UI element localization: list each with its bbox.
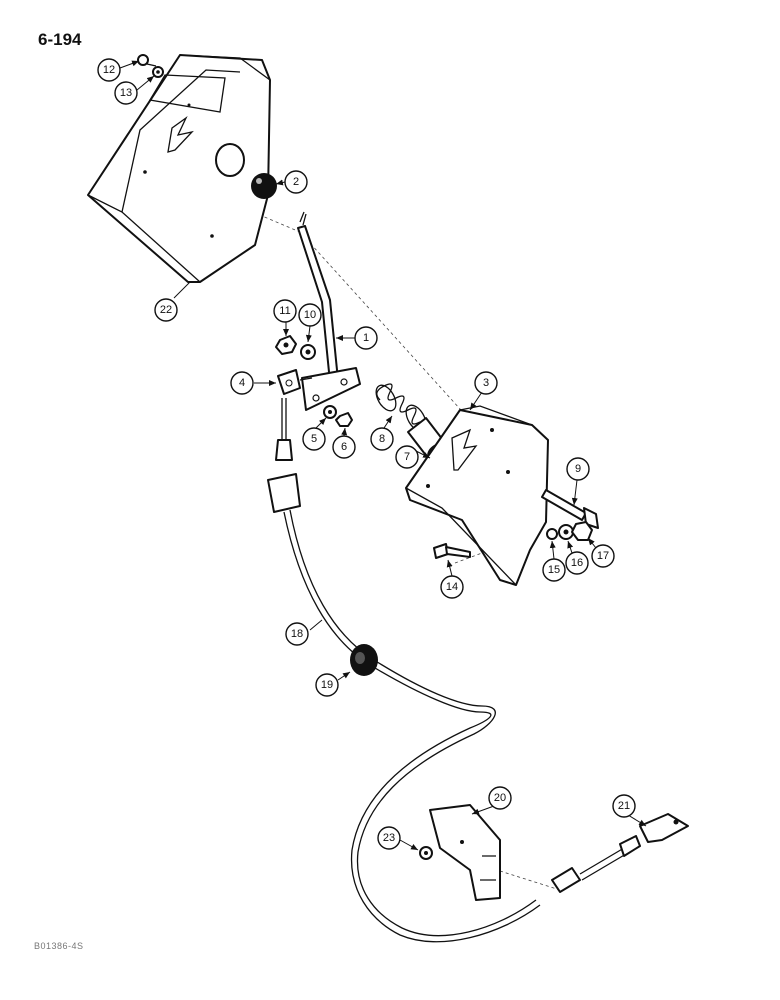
cable-end [551,835,641,893]
callout-8: 8 [370,427,394,451]
callout-2: 2 [284,170,308,194]
svg-text:7: 7 [404,451,410,463]
callout-20: 20 [488,786,512,810]
svg-text:13: 13 [120,87,132,99]
svg-text:3: 3 [483,377,489,389]
screw [137,54,157,67]
cable-bracket [429,804,501,901]
nut [571,521,593,541]
lock-washer [546,528,558,540]
clevis [639,813,689,843]
console-plate [405,405,549,586]
alignment-line [499,870,561,891]
svg-text:5: 5 [311,433,317,445]
callout-6: 6 [332,435,356,459]
callout-19: 19 [315,673,339,697]
bolt [541,489,599,529]
page-number: 6-194 [38,30,82,49]
svg-text:11: 11 [279,305,290,317]
svg-text:2: 2 [293,176,299,188]
callout-12: 12 [97,58,121,82]
nut [335,412,353,427]
svg-text:1: 1 [363,332,369,344]
shift-knob [251,173,277,199]
svg-text:21: 21 [618,800,630,812]
reference-code: B01386-4S [34,941,84,951]
callout-15: 15 [542,558,566,582]
svg-text:6: 6 [341,441,347,453]
callout-11: 11 [273,299,297,323]
callout-21: 21 [612,794,636,818]
svg-text:23: 23 [383,832,395,844]
bolt [433,543,471,559]
callout-17: 17 [591,544,615,568]
svg-text:19: 19 [321,679,333,691]
svg-text:9: 9 [575,463,581,475]
shift-lever [297,211,361,411]
callout-9: 9 [566,457,590,481]
svg-text:22: 22 [160,304,172,316]
callout-23: 23 [377,826,401,850]
callout-13: 13 [114,81,138,105]
callout-22: 22 [154,298,178,322]
svg-text:8: 8 [379,433,385,445]
callout-18: 18 [285,622,309,646]
callout-14: 14 [440,575,464,599]
alignment-line [454,552,483,564]
grommet [350,644,378,676]
callout-3: 3 [474,371,498,395]
svg-text:16: 16 [571,557,583,569]
svg-text:17: 17 [597,550,609,562]
svg-text:14: 14 [446,581,458,593]
svg-text:10: 10 [304,309,316,321]
svg-text:15: 15 [548,564,560,576]
svg-text:4: 4 [239,377,245,389]
svg-text:12: 12 [103,64,115,76]
callout-10: 10 [298,303,322,327]
callout-7: 7 [395,445,419,469]
callout-5: 5 [302,427,326,451]
callout-16: 16 [565,551,589,575]
svg-text:20: 20 [494,792,506,804]
svg-text:18: 18 [291,628,303,640]
callout-1: 1 [354,326,378,350]
callout-4: 4 [230,371,254,395]
leader-lines [119,60,647,851]
swivel [277,369,313,395]
console-cover [87,54,271,283]
